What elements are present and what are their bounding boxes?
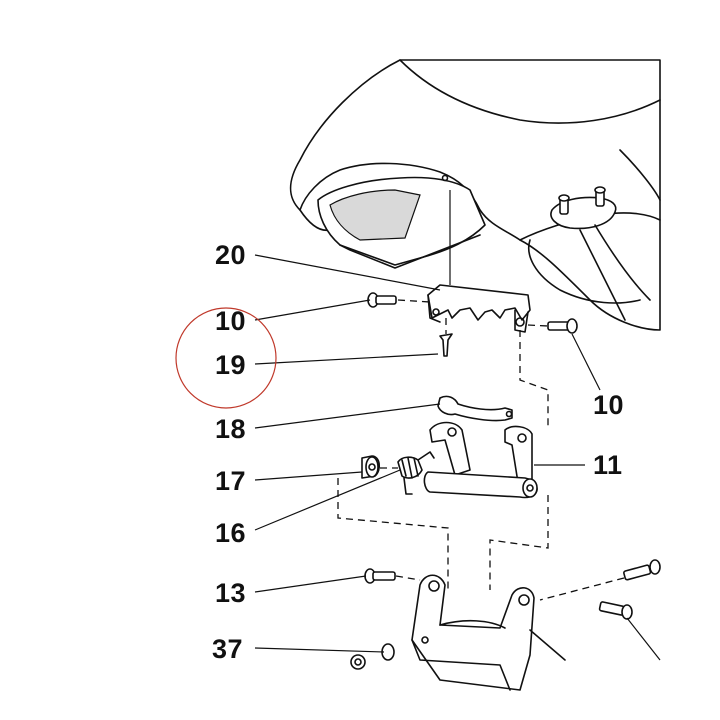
callout-10-right: 10: [593, 390, 625, 420]
part-16-spring: [397, 451, 435, 495]
callout-20: 20: [215, 240, 247, 270]
part-13-bolt: [364, 568, 421, 584]
callout-18: 18: [215, 414, 247, 444]
callout-10-left: 10: [215, 306, 247, 336]
seat-shell: [289, 59, 661, 331]
callout-13: 13: [215, 578, 247, 608]
part-19-screw: [439, 318, 453, 357]
part-11-hinge: [423, 421, 538, 499]
highlight-circle: [175, 307, 277, 409]
side-bracket: [528, 186, 651, 321]
callout-16: 16: [215, 518, 247, 548]
callout-19: 19: [215, 350, 247, 380]
part-37-fastener: [350, 643, 395, 670]
seat-underside: [317, 174, 486, 269]
assembly-line-middle: [337, 478, 449, 590]
part-18-strap: [437, 395, 513, 422]
callout-17: 17: [215, 466, 247, 496]
lower-right-bolts: [539, 559, 661, 661]
callout-37: 37: [212, 634, 244, 664]
part-17-bushing: [361, 455, 398, 479]
leader-lines: [254, 254, 601, 653]
callout-11: 11: [593, 450, 623, 480]
assembly-line-right: [489, 495, 549, 590]
part-10-bolt-left: [367, 292, 431, 308]
assembly-line-upper: [519, 330, 549, 430]
lower-hinge-base: [411, 574, 566, 691]
part-10-bolt-right: [527, 318, 578, 334]
